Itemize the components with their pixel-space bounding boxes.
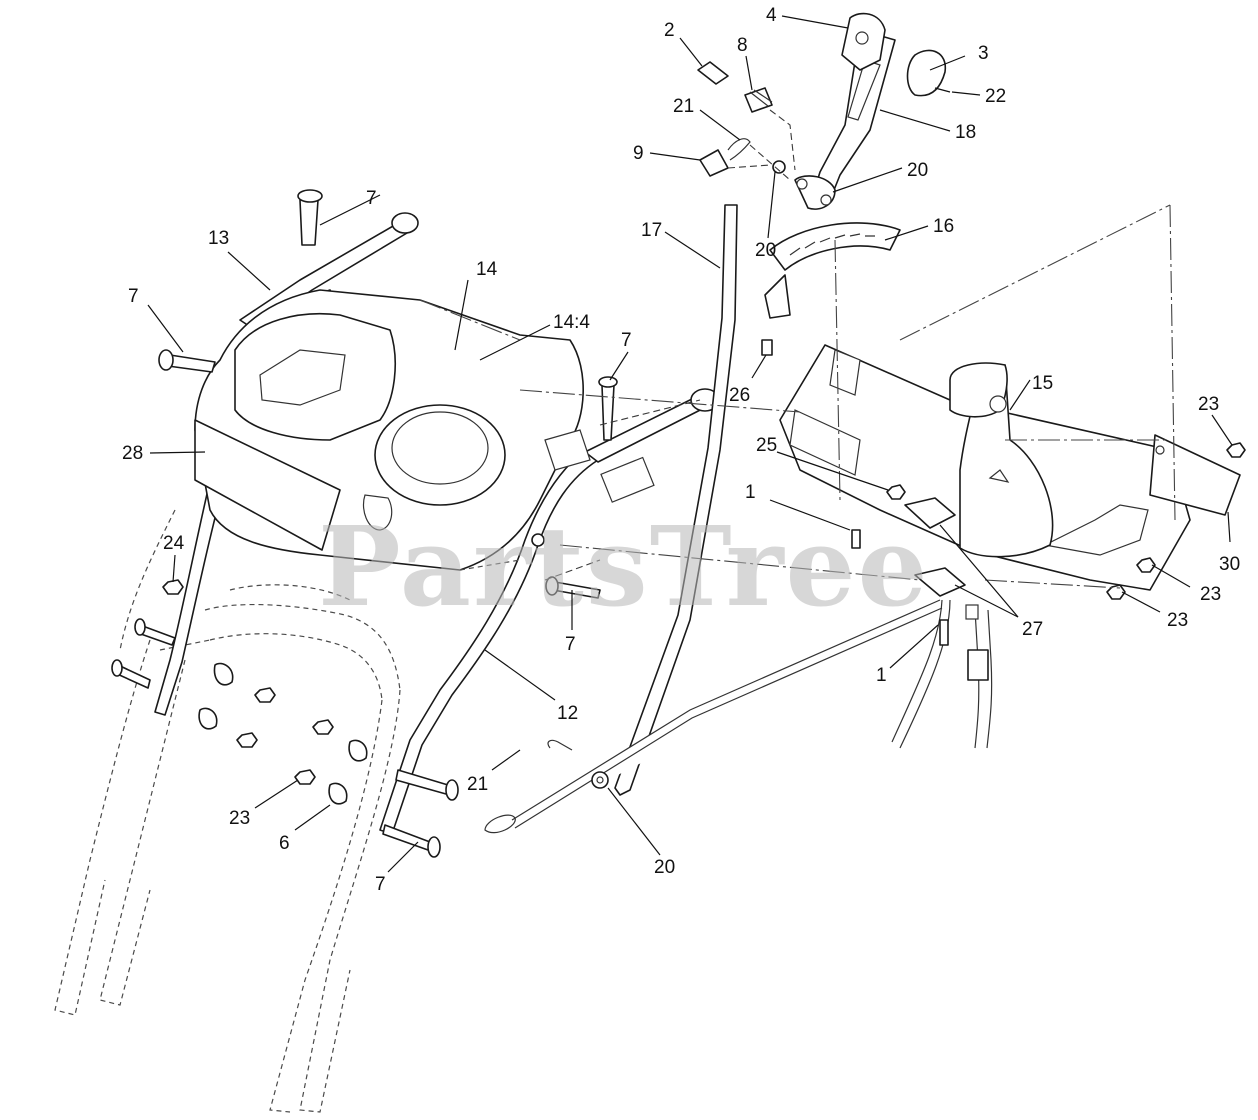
callout-4: 4 [766,5,777,26]
callout-3: 3 [978,43,989,64]
callout-6: 6 [279,833,290,854]
callout-1-upper: 1 [745,482,756,503]
watermark: PartsTree [318,502,930,631]
chute-gearbox-bracket [779,344,1241,591]
callout-18: 18 [955,122,976,143]
shift-rod [614,204,738,796]
loose-fasteners [111,189,1246,858]
callout-8: 8 [737,35,748,56]
callout-30: 30 [1219,554,1240,575]
callout-21-bottom: 21 [467,774,488,795]
callout-13: 13 [208,228,229,249]
callout-23-right-top: 23 [1198,394,1219,415]
callout-7-left: 7 [128,286,139,307]
callout-15: 15 [1032,373,1053,394]
pivot-hardware [697,61,796,177]
index-bracket [761,222,901,356]
callout-12: 12 [557,703,578,724]
callout-16: 16 [933,216,954,237]
callout-17: 17 [641,220,662,241]
callout-22: 22 [985,86,1006,107]
callout-27: 27 [1022,619,1043,640]
callout-1-lower: 1 [876,665,887,686]
shift-lever-assembly [794,12,951,210]
callout-23-left: 23 [229,808,250,829]
callout-26: 26 [729,385,750,406]
callout-28: 28 [122,443,143,464]
callout-14: 14 [476,259,498,280]
callout-labels: 4 2 8 3 22 21 9 18 20 20 16 17 26 15 23 … [122,5,1240,895]
alignment-lines [419,144,1176,589]
callout-23-right-low: 23 [1167,610,1188,631]
callout-7-top: 7 [366,188,377,209]
callout-20-top: 20 [907,160,928,181]
callout-24: 24 [163,533,185,554]
cable-pivot-and-cables [851,497,993,749]
callout-25: 25 [756,435,777,456]
callout-7-center: 7 [621,330,632,351]
callout-20-bottom: 20 [654,857,675,878]
callout-20-mid: 20 [755,240,776,261]
callout-7-bottom: 7 [375,874,386,895]
callout-2: 2 [664,20,675,41]
callout-23-right-mid: 23 [1200,584,1221,605]
callout-21-top: 21 [673,96,694,117]
callout-7-mid: 7 [565,634,576,655]
lower-handle-ghost [54,509,401,1113]
console-housing [194,289,591,571]
callout-9: 9 [633,143,644,164]
callout-14-4: 14:4 [553,312,590,333]
leader-lines [147,15,1233,873]
